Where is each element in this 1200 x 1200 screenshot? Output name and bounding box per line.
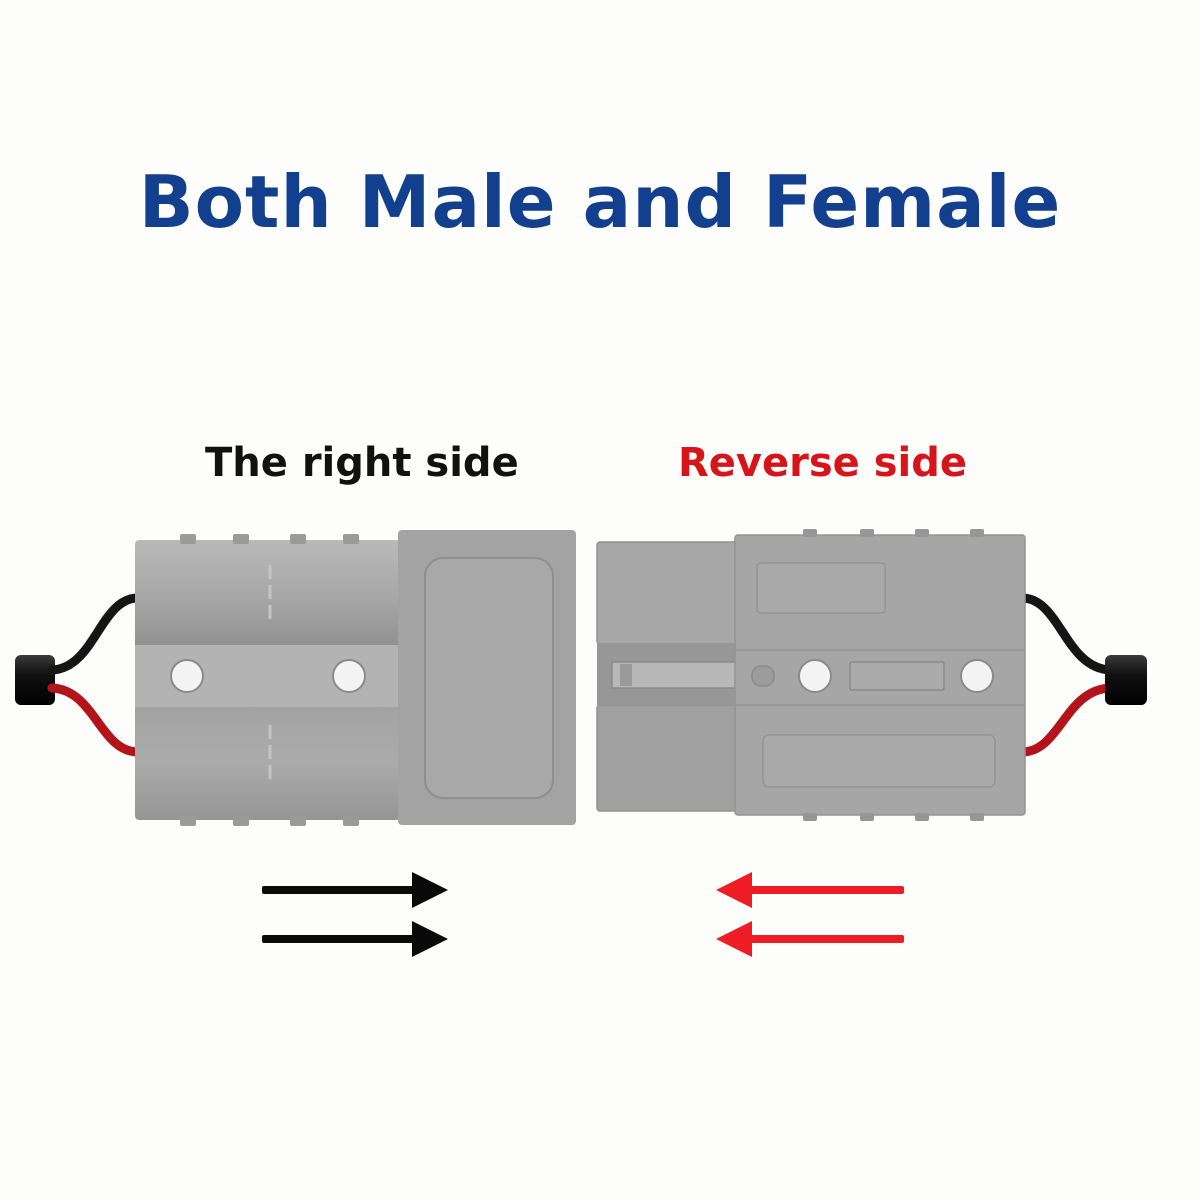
reverse-side-label: Reverse side [678,440,968,486]
female-left-block-top [596,541,738,645]
left-arrows-icon [716,872,904,957]
right-arrows-icon [262,872,448,957]
right-black-wire [1017,593,1115,675]
female-connector [596,529,1147,821]
male-top-housing [135,540,400,650]
left-red-wire [47,683,143,757]
page-title: Both Male and Female [138,160,1062,244]
male-hole-right [332,659,366,693]
left-cable-jacket [15,655,55,705]
male-connector [15,530,576,826]
left-black-wire [47,593,143,675]
male-bottom-housing [135,702,400,820]
right-cable-jacket [1105,655,1147,705]
female-hole-left [798,659,832,693]
female-left-block-bottom [596,704,738,812]
right-side-label: The right side [205,440,519,486]
right-red-wire [1017,683,1115,757]
female-hole-right [960,659,994,693]
male-hole-left [170,659,204,693]
